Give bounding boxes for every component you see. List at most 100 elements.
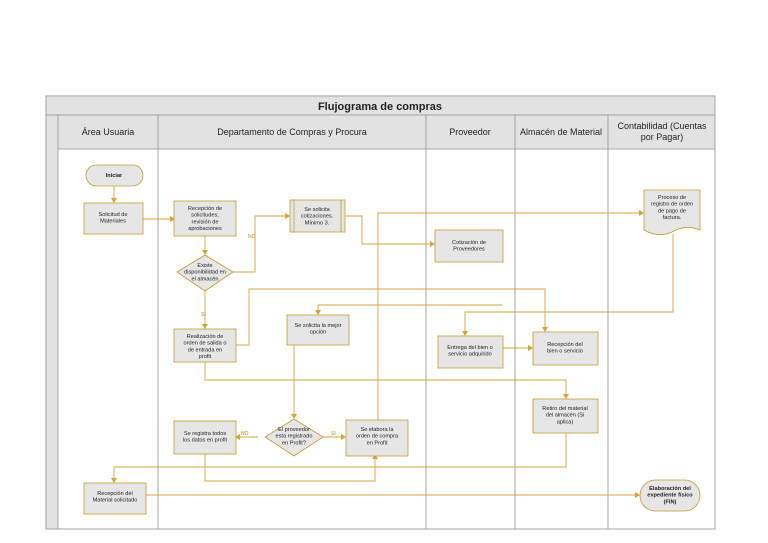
edge-label-si-registrado: SI xyxy=(331,431,336,437)
label-line: Se solicita la mejor xyxy=(295,323,342,329)
label-line: Retiro del material xyxy=(542,406,587,412)
label-line: Proveedor xyxy=(449,127,491,137)
label-line: Departamento de Compras y Procura xyxy=(217,127,367,137)
label-line: por Pagar) xyxy=(641,132,684,142)
edge-label-no-registrado: NO xyxy=(241,431,249,437)
label-line: orden de compra xyxy=(356,434,399,440)
lane-header-proveedor: Proveedor xyxy=(449,127,491,137)
label-line: esta registrado xyxy=(275,434,312,440)
lane-header-compras: Departamento de Compras y Procura xyxy=(217,127,367,137)
label-line: Existe xyxy=(197,263,212,269)
label-line: en Profit? xyxy=(282,440,306,446)
diagram-frame xyxy=(45,95,716,530)
label-line: Solicitud de xyxy=(99,212,128,218)
lane-header-usuaria: Área Usuaria xyxy=(82,127,135,137)
label-line: Área Usuaria xyxy=(82,127,135,137)
label-line: el almacén xyxy=(191,276,218,282)
lane-header-band xyxy=(57,114,716,150)
node-iniciar-text: Iniciar xyxy=(106,173,123,179)
lane-header-almacen: Almacén de Material xyxy=(520,127,602,137)
label-line: en Profit xyxy=(367,440,388,446)
edge-label-si-existe: SI xyxy=(201,312,206,318)
label-line: del almacén (Si xyxy=(546,413,585,419)
label-line: orden de salida o xyxy=(184,341,227,347)
label-line: Cotización de xyxy=(452,240,486,246)
label-line: Se solicita xyxy=(304,207,330,213)
label-line: Mínimo 3. xyxy=(305,220,330,226)
label-line: Contabilidad (Cuentas xyxy=(617,121,707,131)
label-line: aplica) xyxy=(557,419,574,425)
diagram-title: Flujograma de compras xyxy=(318,101,442,113)
label-line: Realización de xyxy=(187,334,224,340)
label-line: solicitudes, xyxy=(191,213,219,219)
label-line: Recepción del xyxy=(547,342,582,348)
label-line: de pago de xyxy=(658,208,686,214)
label-line: El proveedor xyxy=(278,427,310,433)
left-pool-band xyxy=(45,114,59,530)
label-line: Recepción del xyxy=(97,491,132,497)
label-line: de entrada en xyxy=(188,347,223,353)
label-line: profit xyxy=(199,354,212,360)
label-line: factura. xyxy=(663,215,682,221)
arrowheads xyxy=(111,198,644,498)
label-line: disponibilidad en xyxy=(184,270,226,276)
label-line: Almacén de Material xyxy=(520,127,602,137)
label-line: Recepción de xyxy=(188,206,222,212)
label-line: Entrega del bien o xyxy=(447,345,492,351)
label-line: Proveedores xyxy=(453,247,485,253)
label-line: Se elabora la xyxy=(361,427,395,433)
label-line: Elaboración del xyxy=(649,486,691,492)
edge-label-no-existe: NO xyxy=(248,234,256,240)
label-line: los datos en profit xyxy=(183,438,228,444)
label-line: servicio adquirido xyxy=(448,352,492,358)
label-line: Proceso de xyxy=(658,195,686,201)
label-line: revisión de xyxy=(191,219,218,225)
label-line: bien o servicio xyxy=(547,349,583,355)
label-line: opción xyxy=(310,330,326,336)
label-line: expediente físico xyxy=(647,493,693,499)
label-line: Se registra todos xyxy=(184,431,226,437)
label-line: Iniciar xyxy=(106,173,123,179)
node-iniciar: Iniciar xyxy=(85,164,144,187)
label-line: Materiales xyxy=(100,219,126,225)
label-line: cotizaciones. xyxy=(301,214,334,220)
label-line: aprobaciones xyxy=(188,226,222,232)
label-line: (FIN) xyxy=(664,499,677,505)
lane-separators xyxy=(157,115,609,529)
label-line: Material solicitado xyxy=(93,498,138,504)
label-line: registro de orden xyxy=(651,202,693,208)
